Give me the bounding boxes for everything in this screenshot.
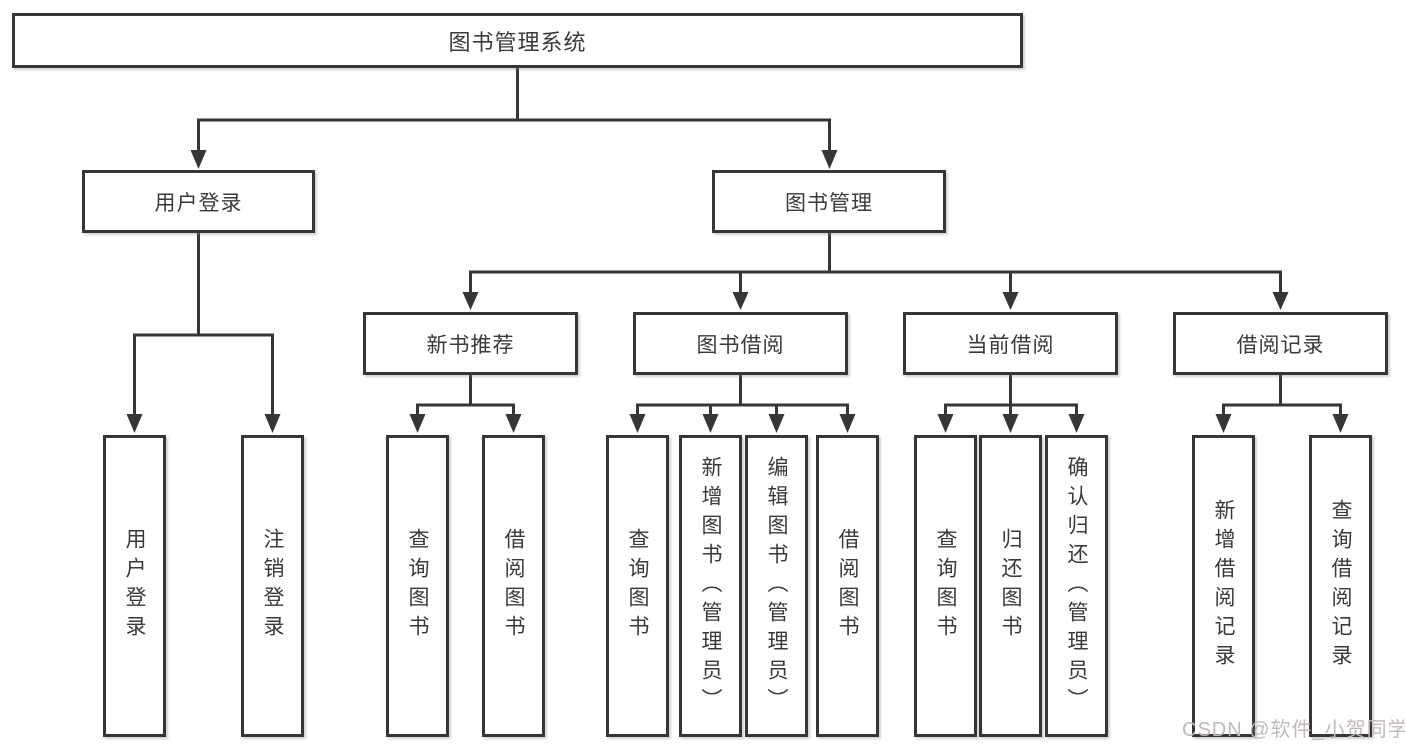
node-borrow-book-recommend: 借阅图书 (482, 435, 545, 737)
node-add-book-admin: 新增图书（管理员） (679, 435, 742, 737)
node-borrowing-records: 借阅记录 (1173, 312, 1388, 375)
node-borrow-book: 借阅图书 (816, 435, 879, 737)
edge-borrow-to-children (629, 375, 856, 433)
edge-bookmgmt-to-level3 (462, 233, 1289, 310)
node-query-book-borrowing: 查询图书 (606, 435, 669, 737)
node-return-book: 归还图书 (979, 435, 1042, 737)
node-query-book-current: 查询图书 (914, 435, 977, 737)
edge-root-to-level2 (190, 68, 838, 169)
node-confirm-return-admin: 确认归还（管理员） (1045, 435, 1108, 737)
node-new-book-recommend: 新书推荐 (363, 312, 578, 375)
edge-current-to-children (937, 375, 1085, 433)
node-query-book-recommend: 查询图书 (386, 435, 449, 737)
node-book-management-branch: 图书管理 (712, 170, 946, 233)
node-user-login: 用户登录 (103, 435, 166, 737)
watermark: CSDN @软件_小贺同学 (1182, 719, 1405, 741)
node-root-label: 图书管理系统 (448, 29, 587, 55)
node-root-system: 图书管理系统 (12, 13, 1023, 68)
node-edit-book-admin: 编辑图书（管理员） (745, 435, 808, 737)
node-user-login-branch: 用户登录 (82, 170, 315, 233)
node-current-borrowing: 当前借阅 (903, 312, 1118, 375)
node-add-borrow-record: 新增借阅记录 (1192, 435, 1255, 737)
edge-records-to-children (1215, 375, 1349, 433)
node-query-borrow-record: 查询借阅记录 (1309, 435, 1372, 737)
node-logout: 注销登录 (241, 435, 304, 737)
edge-newbook-to-children (409, 375, 522, 433)
edge-userlogin-to-children (126, 233, 281, 433)
node-book-borrowing: 图书借阅 (633, 312, 848, 375)
